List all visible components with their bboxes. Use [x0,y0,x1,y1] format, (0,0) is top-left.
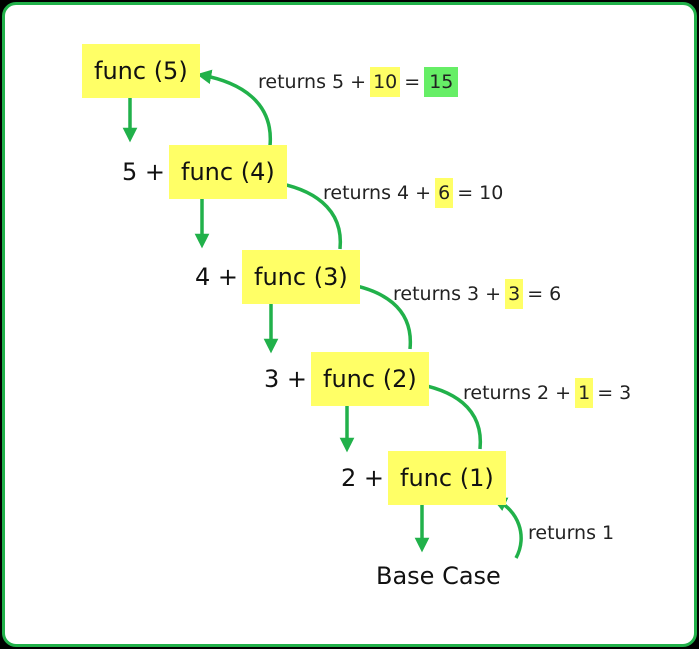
base-case-label: Base Case [376,562,501,590]
return-text: returns 1 [528,522,615,544]
return-equals: = [404,71,421,93]
return-arrow-5 [491,497,523,559]
call-node-func-3: 4 + func (3) [195,250,360,304]
call-label: func (1) [388,451,506,505]
return-label-2: returns 4 + 6 = 10 [323,178,503,208]
call-label: func (2) [311,352,429,406]
return-result: = 10 [457,182,504,204]
return-text: returns 3 + [393,283,502,305]
return-label-3: returns 3 + 3 = 6 [393,279,561,309]
return-label-4: returns 2 + 1 = 3 [463,378,631,408]
return-value-highlight: 6 [435,178,454,208]
call-node-func-4: 5 + func (4) [122,145,287,199]
return-arrow-1 [196,69,272,147]
call-node-func-2: 3 + func (2) [264,352,429,406]
call-label: func (5) [82,44,200,98]
return-text: returns 2 + [463,382,572,404]
return-label-5: returns 1 [528,518,614,548]
call-prefix: 2 + [341,464,385,492]
return-value-highlight: 3 [505,279,524,309]
return-result: = 3 [597,382,632,404]
call-label: func (3) [242,250,360,304]
call-prefix: 5 + [122,158,166,186]
return-text: returns 5 + [258,71,367,93]
call-label: func (4) [169,145,287,199]
return-label-1: returns 5 + 10 = 15 [258,67,459,97]
call-prefix: 4 + [195,263,239,291]
return-value-highlight: 10 [370,67,401,97]
call-node-func-1: 2 + func (1) [341,451,506,505]
return-result: = 6 [527,283,562,305]
call-prefix: 3 + [264,365,308,393]
final-result-highlight: 15 [424,67,459,97]
return-text: returns 4 + [323,182,432,204]
return-value-highlight: 1 [575,378,594,408]
call-node-func-5: func (5) [82,44,200,98]
